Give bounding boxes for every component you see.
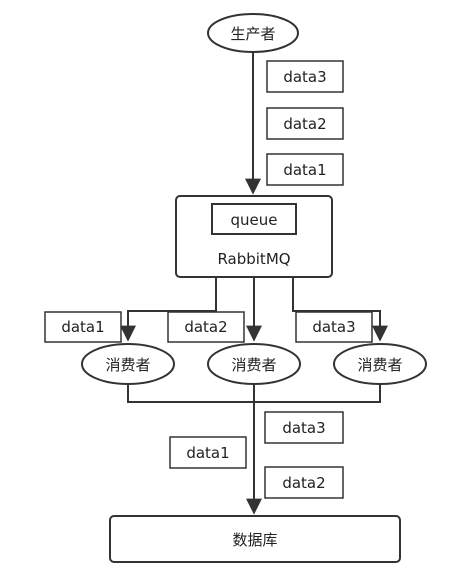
message-label: data3 <box>282 419 325 437</box>
consumer-message-data3: data3 <box>295 311 373 343</box>
queue-label: queue <box>231 211 278 229</box>
consumer-message-data2: data2 <box>167 311 245 343</box>
producer-label: 生产者 <box>230 25 275 43</box>
message-label: data2 <box>282 474 325 492</box>
consumer-label: 消费者 <box>357 356 402 374</box>
producer-message-data3: data3 <box>266 60 344 93</box>
database-node[interactable]: 数据库 <box>109 515 401 563</box>
db-message-data2: data2 <box>264 466 344 499</box>
queue-box <box>211 203 297 235</box>
consumer-node-1[interactable]: 消费者 <box>81 343 175 385</box>
producer-message-data1: data1 <box>266 153 344 186</box>
message-label: data3 <box>312 318 355 336</box>
broker-name: RabbitMQ <box>217 250 290 268</box>
database-label: 数据库 <box>232 531 277 549</box>
message-label: data1 <box>186 444 229 462</box>
consumer-label: 消费者 <box>105 356 150 374</box>
message-label: data1 <box>61 318 104 336</box>
db-message-data1: data1 <box>169 436 247 469</box>
message-label: data3 <box>283 68 326 86</box>
consumer-message-data1: data1 <box>44 311 122 343</box>
db-message-data3: data3 <box>264 411 344 444</box>
message-label: data2 <box>283 115 326 133</box>
consumer-node-2[interactable]: 消费者 <box>207 343 301 385</box>
rabbitmq-broker[interactable]: queue RabbitMQ <box>175 195 333 278</box>
message-label: data1 <box>283 161 326 179</box>
producer-node[interactable]: 生产者 <box>207 13 299 53</box>
producer-message-data2: data2 <box>266 107 344 140</box>
consumer-node-3[interactable]: 消费者 <box>333 343 427 385</box>
broker-to-consumer3-arrow <box>292 277 388 342</box>
consumer-label: 消费者 <box>231 356 276 374</box>
broker-to-consumer1-arrow <box>120 277 217 342</box>
message-label: data2 <box>184 318 227 336</box>
